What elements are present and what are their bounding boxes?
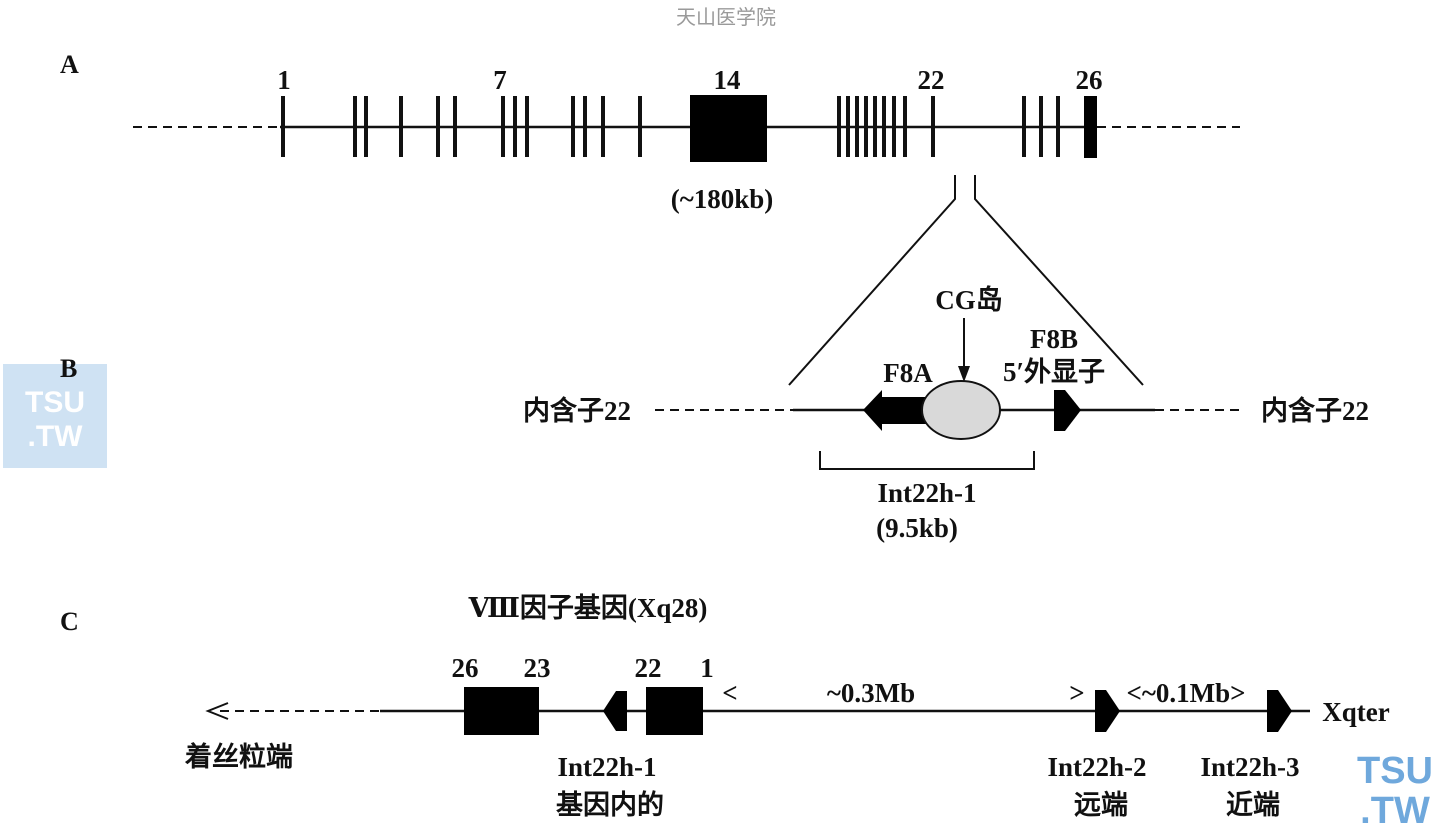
watermark-logo-left: TSU .TW	[3, 364, 107, 468]
watermark-logo-right: TSU .TW	[1357, 750, 1433, 832]
int22h1-region-size: (9.5kb)	[876, 513, 958, 543]
int22h2-desc: 远端	[1074, 790, 1128, 820]
f8a-label: F8A	[883, 358, 933, 388]
exon-num-22: 22	[918, 65, 945, 95]
exon-22-label: 22	[635, 653, 662, 683]
cg-island-pointer-head	[958, 366, 970, 382]
exon-num-26: 26	[1076, 65, 1103, 95]
int22h2-arrow	[1095, 690, 1120, 732]
watermark-title: 天山医学院	[676, 5, 776, 29]
distance-03-left-bracket: <	[722, 678, 737, 708]
intron-22-right-label: 内含子22	[1261, 395, 1369, 426]
factor-viii-gene-title: Ⅷ因子基因(Xq28)	[468, 593, 708, 623]
distance-03-right-bracket: >	[1069, 678, 1084, 708]
int22h1-label: Int22h-1	[557, 752, 656, 782]
intron-22-left-label: 内含子22	[523, 395, 631, 426]
exon-26-label: 26	[452, 653, 479, 683]
int22h1-bracket	[819, 451, 1035, 470]
int22h2-label: Int22h-2	[1047, 752, 1146, 782]
exon-num-14: 14	[714, 65, 741, 95]
exon-num-1: 1	[277, 65, 291, 95]
xqter-label: Xqter	[1322, 697, 1389, 727]
exon-26-block	[1084, 96, 1097, 158]
logo-left-line2: .TW	[28, 420, 84, 453]
exon-23-label: 23	[524, 653, 551, 683]
panel-a-exons	[281, 96, 1060, 157]
f8b-exon-label: 5′外显子	[1003, 357, 1105, 387]
int22h1-intragenic-arrow	[603, 691, 627, 731]
distance-03mb-label: ~0.3Mb	[827, 678, 915, 708]
logo-right-line1: TSU	[1357, 750, 1433, 792]
panel-b-label: B	[60, 354, 77, 383]
cg-island-label: CG岛	[935, 284, 1003, 315]
f8b-label: F8B	[1030, 324, 1078, 354]
int22h1-region-label: Int22h-1	[877, 478, 976, 508]
f8b-arrow	[1054, 390, 1081, 431]
panel-c-label: C	[60, 607, 79, 636]
centromere-label: 着丝粒端	[184, 741, 293, 772]
exon-14-size: (~180kb)	[671, 184, 774, 214]
panel-a-label: A	[60, 50, 79, 79]
exon-num-7: 7	[493, 65, 507, 95]
int22h3-arrow	[1267, 690, 1292, 732]
exon-1-label: 1	[700, 653, 714, 683]
logo-left-line1: TSU	[25, 386, 85, 419]
zoom-lines	[788, 175, 1144, 386]
exon-14-block	[690, 95, 767, 162]
int22h1-desc: 基因内的	[556, 789, 664, 820]
distance-01mb-label: <~0.1Mb>	[1126, 678, 1245, 708]
logo-right-line2: .TW	[1360, 790, 1430, 832]
cg-island-ellipse	[921, 380, 1001, 440]
exons-22-1-block	[646, 687, 703, 735]
int22h3-desc: 近端	[1226, 790, 1280, 820]
int22h3-label: Int22h-3	[1200, 752, 1299, 782]
exons-26-23-block	[464, 687, 539, 735]
